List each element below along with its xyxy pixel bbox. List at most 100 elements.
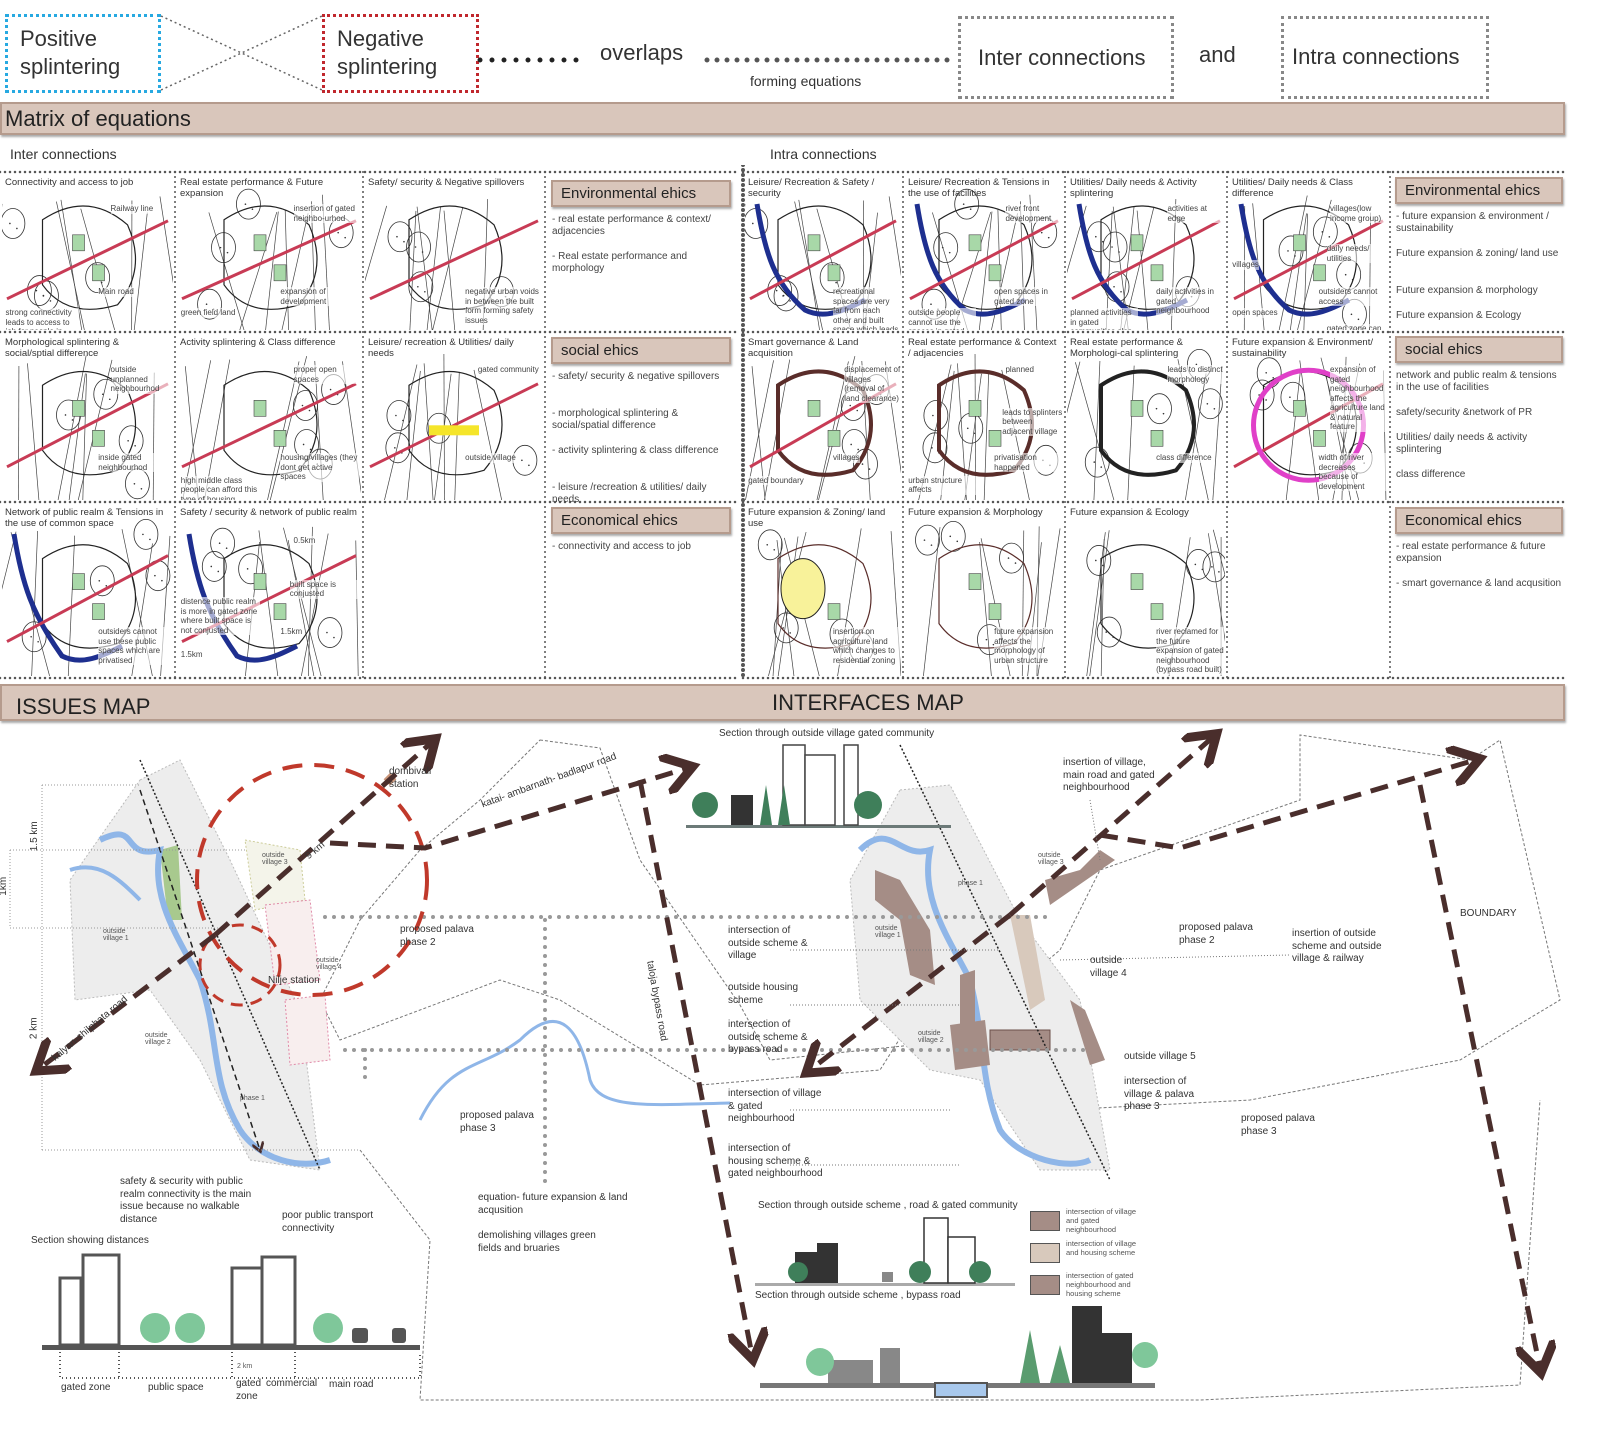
ethics-item: - real estate performance & future expan… bbox=[1396, 541, 1546, 564]
issues-phase1-label: phase 1 bbox=[240, 1095, 265, 1102]
inter-cell: Leisure/ recreation & Utilities/ daily n… bbox=[365, 334, 543, 500]
village-2-label: outside village 2 bbox=[145, 1032, 171, 1046]
ethics-heading: Environmental ehics bbox=[1395, 177, 1563, 204]
cell-title: Real estate performance & Context / adja… bbox=[908, 337, 1057, 359]
inter-connections-box: Inter connections bbox=[958, 16, 1174, 99]
cell-title: Real estate performance & Future expansi… bbox=[180, 177, 324, 199]
intra-cell: Leisure/ Recreation & Tensions in the us… bbox=[905, 174, 1063, 330]
village-2-label: outside village 2 bbox=[918, 1030, 944, 1044]
cell-title: Safety / security & network of public re… bbox=[180, 507, 357, 518]
cell-annotation: activities at edge bbox=[1167, 204, 1225, 223]
cell-annotation: planned activities in gated communities … bbox=[1070, 308, 1139, 330]
cell-annotation: outsiders cannot access bbox=[1318, 287, 1388, 307]
interfaces-phase2-label: proposed palava phase 2 bbox=[1179, 922, 1253, 946]
forming-equations-label: forming equations bbox=[750, 73, 862, 89]
section-label: gated zone bbox=[236, 1378, 262, 1402]
section3-title: Section through outside scheme , bypass … bbox=[755, 1290, 961, 1301]
cell-annotation: proper open spaces bbox=[293, 365, 361, 384]
cell-annotation: 1.5km bbox=[180, 650, 203, 660]
cell-annotation: daily activities in gated neighbourhood bbox=[1156, 287, 1225, 316]
cell-sketch bbox=[2, 196, 173, 330]
cell-title: Future expansion & Environment/ sustaina… bbox=[1232, 337, 1373, 359]
village-1-label: outside village 1 bbox=[103, 928, 129, 942]
ethics-heading: Economical ehics bbox=[551, 507, 731, 534]
ethics-item: - activity splintering & class differenc… bbox=[552, 445, 719, 456]
cell-annotation: expansion of development bbox=[280, 287, 360, 307]
site-boundary bbox=[319, 734, 1561, 1401]
inter-cell: Network of public realm & Tensions in th… bbox=[2, 504, 173, 676]
cell-annotation: villages(low income group) bbox=[1330, 204, 1388, 223]
cell-annotation: outside people cannot use the spaces in … bbox=[908, 308, 977, 330]
cell-annotation: insertion on agriculture land which chan… bbox=[833, 627, 901, 666]
legend-label: intersection of village and gated neighb… bbox=[1066, 1207, 1137, 1234]
inter-cell: Morphological splintering & social/sptia… bbox=[2, 334, 173, 500]
ethics-item: Utilities/ daily needs & activity splint… bbox=[1396, 432, 1528, 455]
cell-annotation: river front development bbox=[1005, 204, 1063, 223]
intra-connections-box: Intra connections bbox=[1281, 16, 1489, 99]
cell-annotation: gated zone can afford by the middle clas… bbox=[1326, 324, 1388, 330]
cell-annotation: high middle class people can afford this… bbox=[180, 475, 260, 500]
cell-sketch bbox=[915, 520, 1061, 676]
inter-cell: Safety / security & network of public re… bbox=[177, 504, 361, 676]
ethics-heading: Environmental ehics bbox=[551, 180, 731, 207]
village-4-note: outside village 4 bbox=[1090, 955, 1127, 979]
intra-cell: Future expansion & Environment/ sustaina… bbox=[1229, 334, 1388, 500]
boundary-label: BOUNDARY bbox=[1460, 908, 1517, 919]
section-scheme-bypass bbox=[760, 1306, 1158, 1398]
ethics-item: Future expansion & zoning/ land use bbox=[1396, 248, 1559, 259]
int-housing-gated-note: intersection of housing scheme & gated n… bbox=[728, 1143, 823, 1179]
distance-1km: 1km bbox=[0, 876, 10, 896]
cell-annotation: 0.5km bbox=[293, 535, 316, 546]
cell-sketch bbox=[1233, 195, 1384, 330]
ethics-heading: social ehics bbox=[551, 337, 731, 364]
cell-annotation: leads to distinct morphology bbox=[1167, 365, 1225, 384]
matrix-grid bbox=[0, 165, 1567, 680]
insertion-railway-note: insertion of outside scheme and outside … bbox=[1292, 928, 1382, 964]
cell-sketch bbox=[6, 355, 169, 500]
ethics-item: - leisure /recreation & utilities/ daily… bbox=[552, 482, 707, 505]
int-village-gated-note: intersection of village & gated neighbou… bbox=[728, 1088, 822, 1124]
cell-title: Future expansion & Morphology bbox=[908, 507, 1043, 518]
matrix-title: Matrix of equations bbox=[5, 106, 191, 131]
header-connectors bbox=[160, 15, 958, 91]
section1-title: Section through outside village gated co… bbox=[719, 728, 935, 739]
cell-title: Utilities/ Daily needs & Class differenc… bbox=[1232, 177, 1353, 199]
interfaces-phase3-label: proposed palava phase 3 bbox=[1241, 1113, 1315, 1137]
cell-annotation: gated community bbox=[477, 365, 539, 375]
cell-title: Morphological splintering & social/sptia… bbox=[5, 337, 120, 359]
cell-sketch bbox=[757, 528, 901, 676]
cell-annotation: leads to splinters between adjacent vill… bbox=[1002, 407, 1063, 436]
cell-title: Activity splintering & Class difference bbox=[180, 337, 336, 348]
intra-cell: Utilities/ Daily needs & Class differenc… bbox=[1229, 174, 1388, 330]
intra-cell: Leisure/ Recreation & Safety / security … bbox=[745, 174, 901, 330]
inter-cell: Safety/ security & Negative spillovers n… bbox=[365, 174, 543, 330]
inter-cell: Activity splintering & Class difference … bbox=[177, 334, 361, 500]
cell-title: Leisure/ Recreation & Safety / security bbox=[748, 177, 875, 199]
cell-annotation: urban structure affects bbox=[908, 475, 977, 495]
cell-annotation: open spaces in gated zone bbox=[994, 287, 1063, 307]
intra-cell: Future expansion & Zoning/ land use inse… bbox=[745, 504, 901, 676]
cell-annotation: distence public realm is more in gated z… bbox=[180, 597, 260, 636]
issues-map-title: ISSUES MAP bbox=[16, 694, 151, 719]
housing-scheme-note: outside housing scheme bbox=[728, 982, 799, 1006]
and-label: and bbox=[1199, 42, 1236, 67]
section-village-gated bbox=[686, 744, 951, 828]
interfaces-map-town bbox=[849, 784, 1115, 1171]
cell-annotation: expansion of gated neighbourhood affects… bbox=[1330, 365, 1388, 432]
cell-annotation: displacement of villages (removal of lan… bbox=[844, 365, 901, 403]
cell-annotation: green field land bbox=[180, 308, 236, 318]
transport-issue-note: poor public transport connectivity bbox=[282, 1210, 374, 1234]
cell-annotation: housing/villages (they dont get active s… bbox=[280, 453, 360, 482]
section-distances-title: Section showing distances bbox=[31, 1235, 149, 1246]
ethics-item: - smart governance & land acqusition bbox=[1396, 578, 1562, 589]
ethics-item: - morphological splintering & social/spa… bbox=[552, 408, 679, 431]
cell-annotation: open spaces bbox=[1232, 308, 1278, 318]
distance-2km: 2 km bbox=[28, 1017, 40, 1040]
cell-annotation: planned bbox=[1005, 365, 1034, 375]
intra-cell: Utilities/ Daily needs & Activity splint… bbox=[1067, 174, 1225, 330]
negative-splintering-box: Negative splintering bbox=[322, 14, 479, 93]
cell-sketch bbox=[1086, 529, 1225, 676]
legend-label: intersection of gated neighbourhood and … bbox=[1066, 1271, 1134, 1298]
cell-annotation: daily needs/ utilities bbox=[1326, 244, 1388, 263]
